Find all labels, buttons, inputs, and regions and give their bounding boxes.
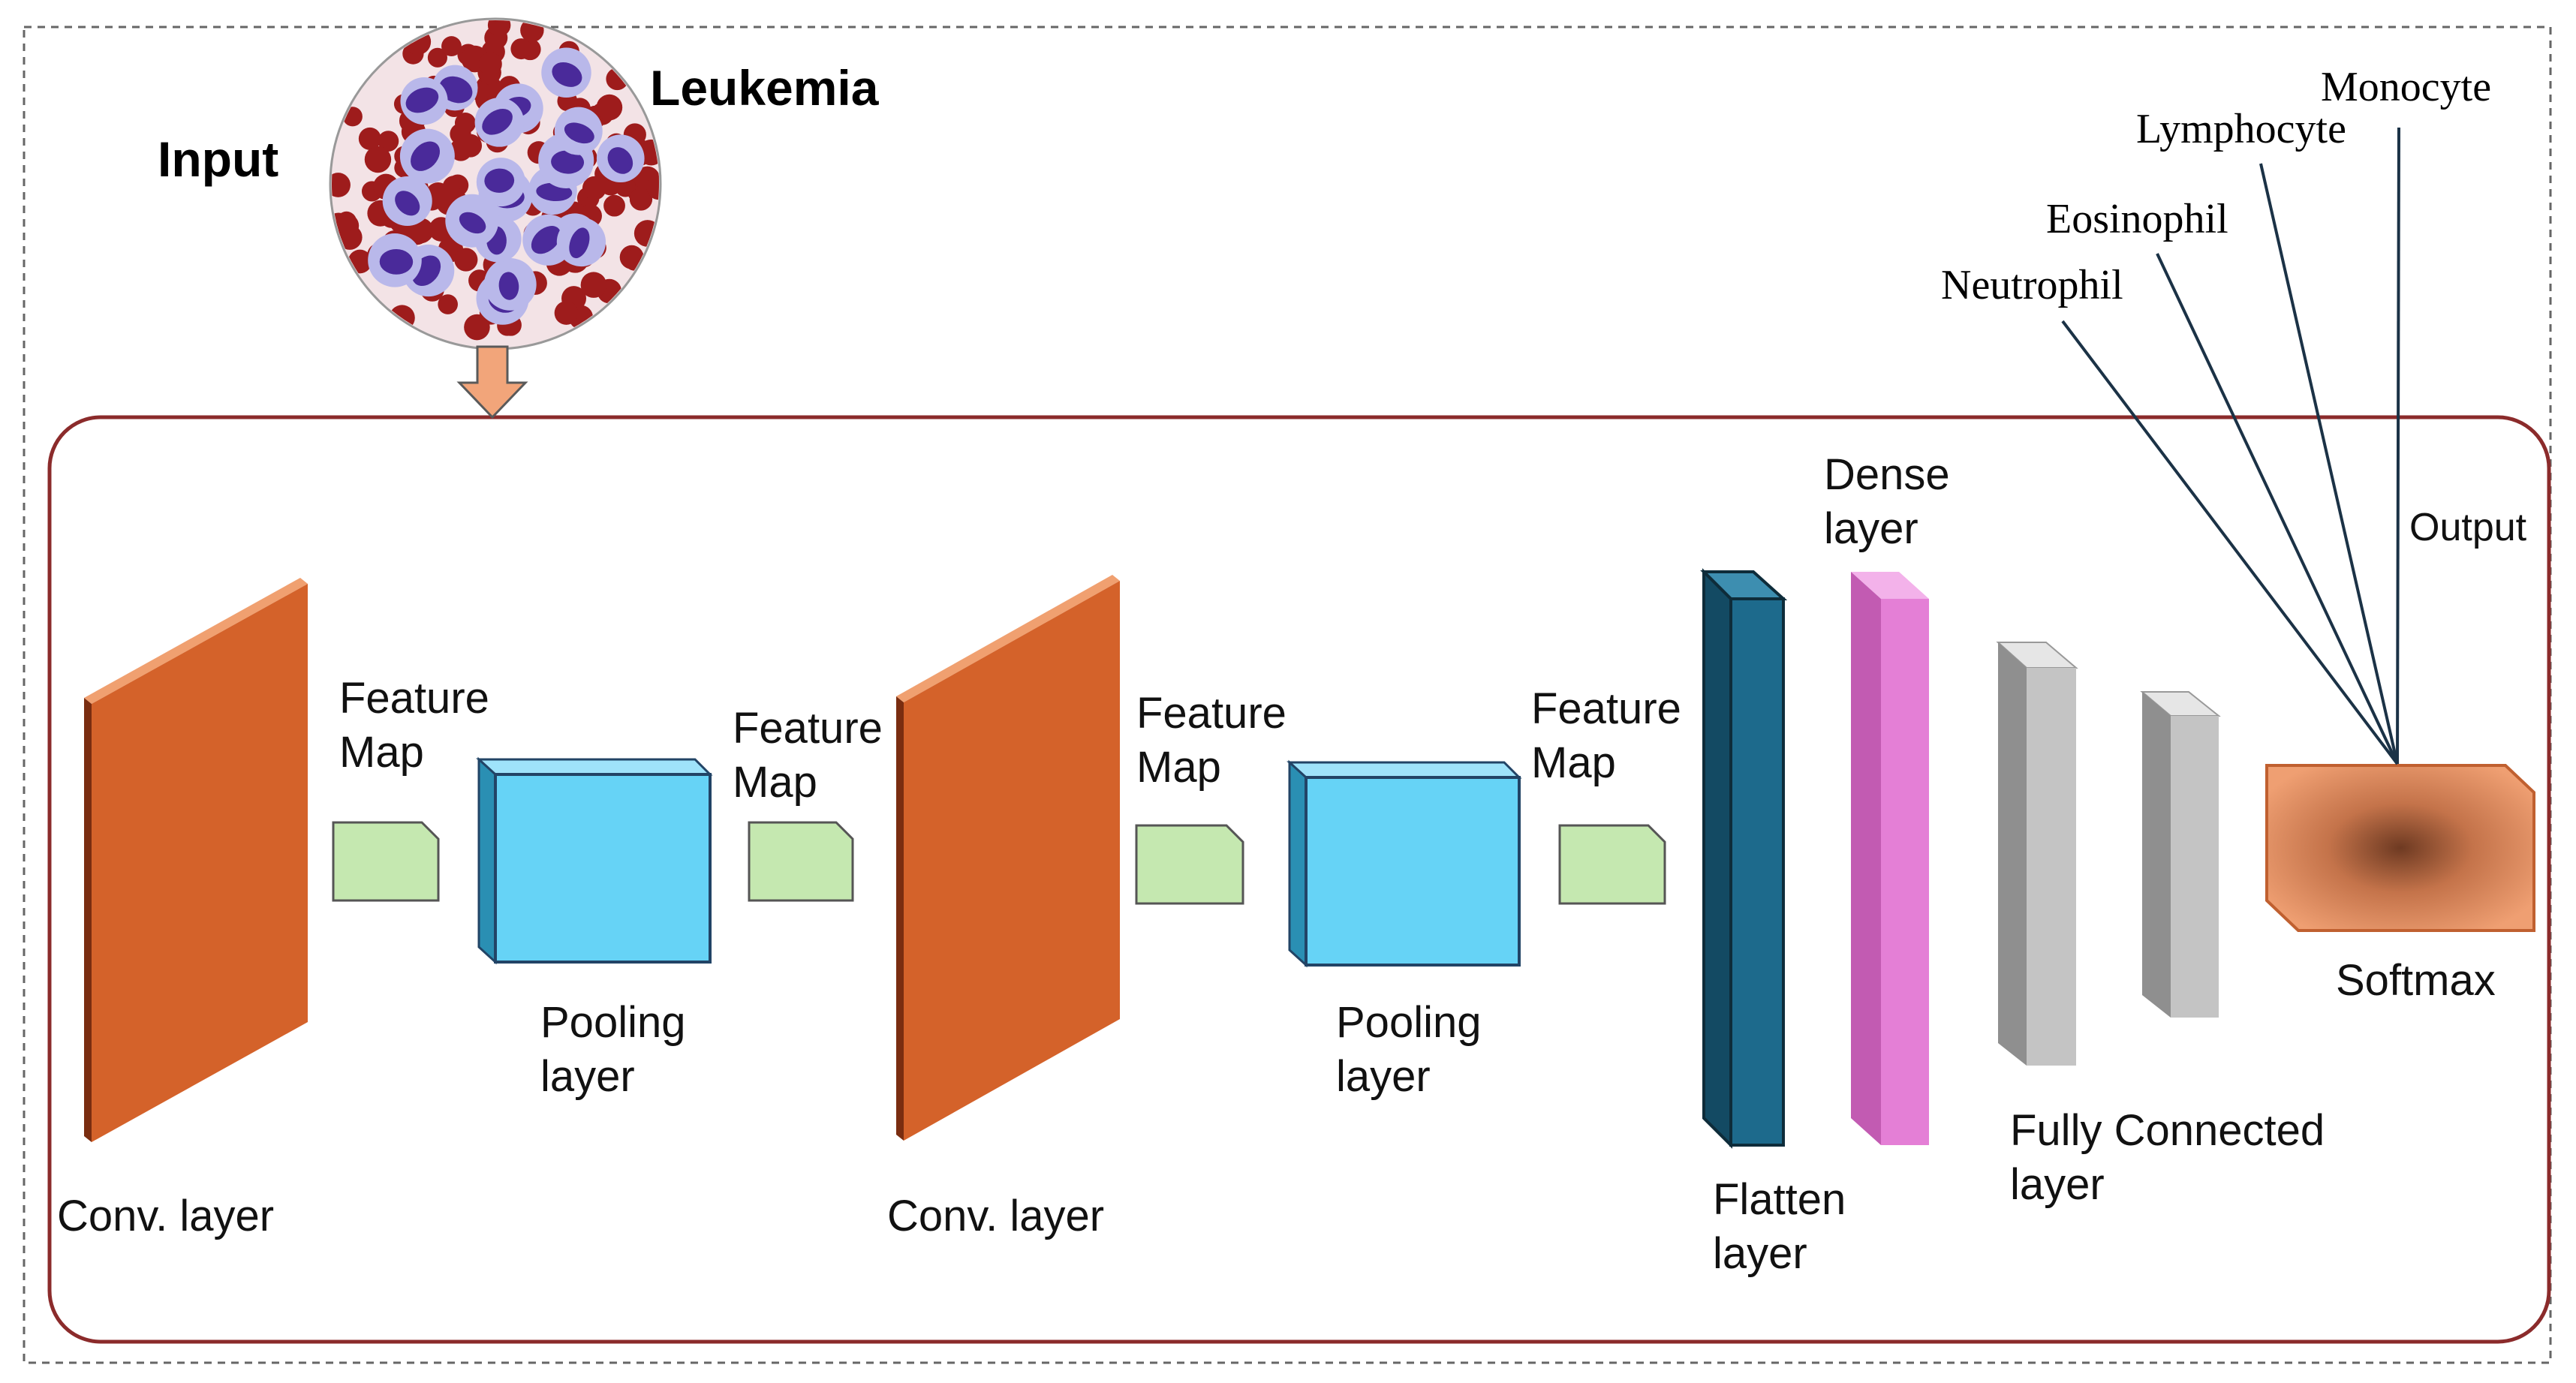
conv-layer-2-label: Conv. layer xyxy=(887,1192,1104,1240)
cell-nucleus xyxy=(405,87,439,113)
conv-layer-1 xyxy=(84,578,308,1142)
red-blood-cell xyxy=(438,294,458,314)
dense-layer xyxy=(1851,572,1929,1145)
cell-nucleus xyxy=(482,109,513,135)
output-label: Output xyxy=(2409,506,2527,549)
red-blood-cell xyxy=(441,36,462,57)
leukemia-label: Leukemia xyxy=(650,60,880,116)
cell-nucleus xyxy=(569,227,590,259)
cell-nucleus xyxy=(531,226,561,254)
red-blood-cell xyxy=(510,38,532,60)
red-blood-cell xyxy=(646,175,659,200)
cell-nucleus xyxy=(395,191,420,216)
cell-nucleus xyxy=(411,141,441,171)
feature-map-4 xyxy=(1558,824,1666,905)
cell-nucleus xyxy=(607,147,633,174)
pooling-layer-1 xyxy=(476,756,713,965)
softmax-block xyxy=(2265,764,2535,932)
class-lymphocyte: Lymphocyte xyxy=(2136,106,2346,152)
input-arrow xyxy=(456,345,528,419)
cell-nucleus xyxy=(484,168,515,193)
pooling-layer-2 xyxy=(1286,759,1522,968)
red-blood-cell xyxy=(454,248,478,272)
input-label: Input xyxy=(158,131,278,187)
conv-layer-2 xyxy=(896,575,1120,1141)
class-monocyte: Monocyte xyxy=(2321,64,2491,110)
softmax-label: Softmax xyxy=(2336,956,2496,1005)
red-blood-cell xyxy=(580,272,607,298)
cell-nucleus xyxy=(379,248,414,275)
flatten-layer xyxy=(1700,568,1788,1149)
feature-map-1 xyxy=(332,821,440,902)
red-blood-cell xyxy=(629,188,653,211)
class-eosinophil: Eosinophil xyxy=(2046,196,2228,242)
cell-nucleus xyxy=(551,150,585,174)
red-blood-cell xyxy=(478,52,502,77)
red-blood-cell xyxy=(358,127,381,150)
cell-nucleus xyxy=(459,212,486,234)
fully-connected-layer-1 xyxy=(1996,642,2078,1066)
class-neutrophil: Neutrophil xyxy=(1941,262,2123,308)
red-blood-cell xyxy=(378,131,399,152)
red-blood-cell xyxy=(554,301,579,325)
conv-layer-1-label: Conv. layer xyxy=(57,1192,274,1240)
red-blood-cell xyxy=(633,220,659,247)
leukemia-cell-image xyxy=(329,17,662,350)
feature-map-3 xyxy=(1135,824,1244,905)
red-blood-cell xyxy=(454,113,476,134)
cell-nucleus xyxy=(564,122,594,144)
cell-nucleus xyxy=(552,62,582,87)
red-blood-cell xyxy=(603,194,625,217)
red-blood-cell xyxy=(487,20,511,37)
output-lines xyxy=(2061,127,2400,765)
cell-nucleus xyxy=(439,76,473,104)
model-frame xyxy=(47,415,2551,1344)
cell-nucleus xyxy=(498,272,519,300)
red-blood-cell xyxy=(364,146,392,173)
feature-map-2 xyxy=(748,821,854,902)
fully-connected-layer-2 xyxy=(2140,691,2221,1018)
red-blood-cell xyxy=(336,211,357,232)
red-blood-cell xyxy=(332,173,351,197)
red-blood-cell xyxy=(427,47,447,68)
red-blood-cell xyxy=(596,94,623,121)
